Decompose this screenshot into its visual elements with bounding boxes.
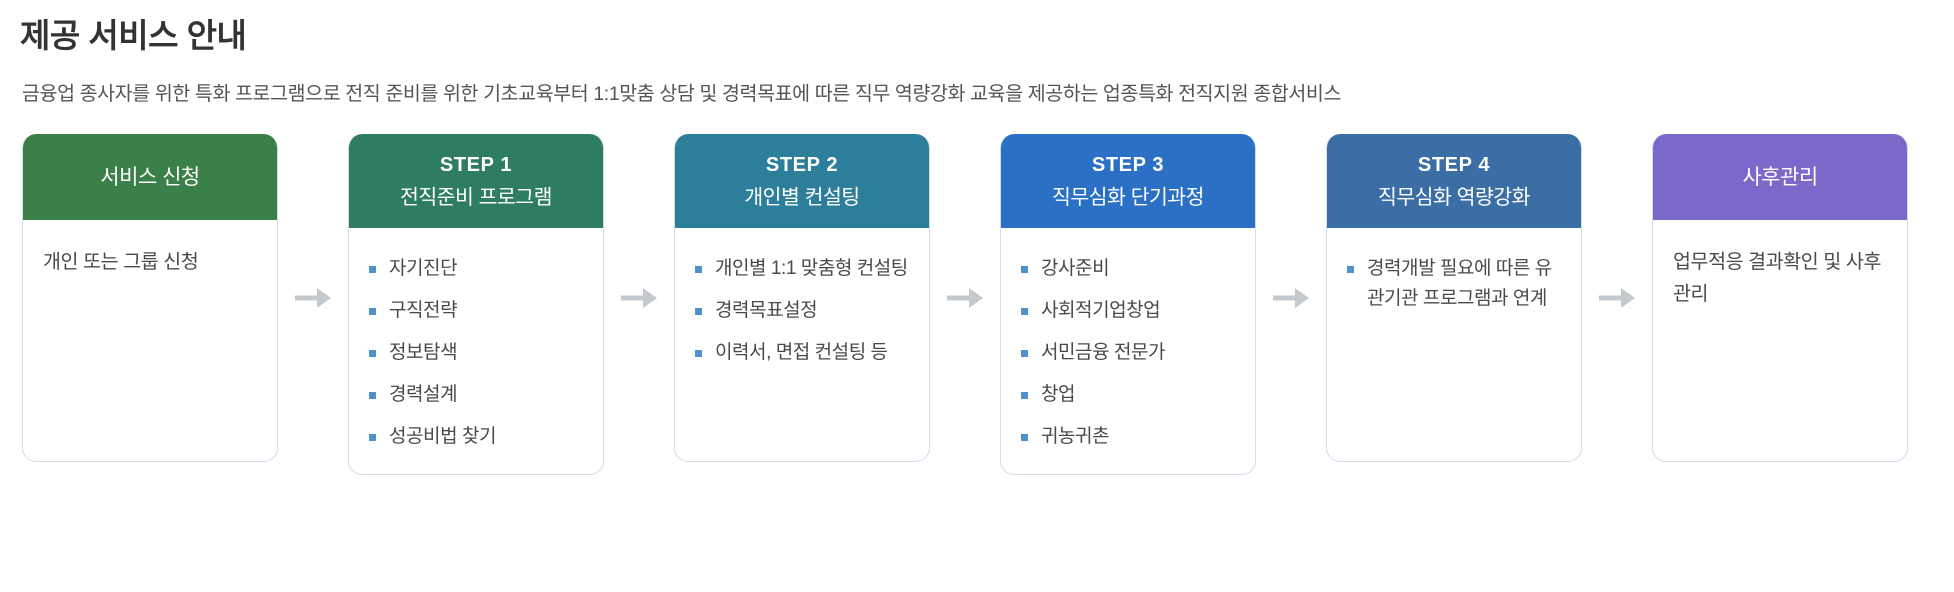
list-item: 사회적기업창업 <box>1021 296 1235 326</box>
list-item: 자기진단 <box>369 254 583 284</box>
list-item: 서민금융 전문가 <box>1021 338 1235 368</box>
flow-card-step-3[interactable]: STEP 3 직무심화 단기과정 강사준비 사회적기업창업 서민금융 전문가 창… <box>1000 134 1256 475</box>
list-item: 강사준비 <box>1021 254 1235 284</box>
flow-card-title: 전직준비 프로그램 <box>399 186 553 209</box>
list-item: 귀농귀촌 <box>1021 422 1235 452</box>
flow-card-step-label: STEP 2 <box>765 154 839 176</box>
flow-card-body: 경력개발 필요에 따른 유관기관 프로그램과 연계 <box>1327 228 1581 461</box>
flow-card-body: 강사준비 사회적기업창업 서민금융 전문가 창업 귀농귀촌 <box>1001 228 1255 474</box>
list-item: 구직전략 <box>369 296 583 326</box>
flow-card-step-2[interactable]: STEP 2 개인별 컨설팅 개인별 1:1 맞춤형 컨설팅 경력목표설정 이력… <box>674 134 930 462</box>
flow-card-header: 사후관리 <box>1653 134 1907 220</box>
flow-card-title: 서비스 신청 <box>100 166 200 189</box>
flow-card-header: STEP 3 직무심화 단기과정 <box>1001 134 1255 228</box>
flow-card-step-4[interactable]: STEP 4 직무심화 역량강화 경력개발 필요에 따른 유관기관 프로그램과 … <box>1326 134 1582 462</box>
list-item: 창업 <box>1021 380 1235 410</box>
service-flow-diagram: 서비스 신청 개인 또는 그룹 신청 STEP 1 전직준비 프로그램 자기진단… <box>20 134 1934 475</box>
flow-card-follow-up[interactable]: 사후관리 업무적응 결과확인 및 사후관리 <box>1652 134 1908 462</box>
list-item: 경력목표설정 <box>695 296 909 326</box>
flow-card-header: STEP 2 개인별 컨설팅 <box>675 134 929 228</box>
arrow-right-icon <box>1582 134 1652 462</box>
flow-card-step-label: STEP 3 <box>1091 154 1165 176</box>
flow-card-body: 개인별 1:1 맞춤형 컨설팅 경력목표설정 이력서, 면접 컨설팅 등 <box>675 228 929 461</box>
arrow-right-icon <box>278 134 348 462</box>
flow-card-service-application[interactable]: 서비스 신청 개인 또는 그룹 신청 <box>22 134 278 462</box>
list-item: 정보탐색 <box>369 338 583 368</box>
flow-card-body: 개인 또는 그룹 신청 <box>23 220 277 461</box>
flow-card-title: 사후관리 <box>1742 166 1818 189</box>
flow-card-header: STEP 4 직무심화 역량강화 <box>1327 134 1581 228</box>
flow-card-body: 자기진단 구직전략 정보탐색 경력설계 성공비법 찾기 <box>349 228 603 474</box>
flow-card-title: 직무심화 단기과정 <box>1051 186 1205 209</box>
flow-card-body: 업무적응 결과확인 및 사후관리 <box>1653 220 1907 461</box>
flow-card-header: STEP 1 전직준비 프로그램 <box>349 134 603 228</box>
list-item: 성공비법 찾기 <box>369 422 583 452</box>
flow-card-header: 서비스 신청 <box>23 134 277 220</box>
flow-card-step-1[interactable]: STEP 1 전직준비 프로그램 자기진단 구직전략 정보탐색 경력설계 성공비… <box>348 134 604 475</box>
page-title: 제공 서비스 안내 <box>20 17 247 54</box>
arrow-right-icon <box>1256 134 1326 462</box>
flow-card-bullet-list: 강사준비 사회적기업창업 서민금융 전문가 창업 귀농귀촌 <box>1021 254 1235 452</box>
list-item: 이력서, 면접 컨설팅 등 <box>695 338 909 368</box>
arrow-right-icon <box>604 134 674 462</box>
flow-card-bullet-list: 자기진단 구직전략 정보탐색 경력설계 성공비법 찾기 <box>369 254 583 452</box>
flow-card-bullet-list: 경력개발 필요에 따른 유관기관 프로그램과 연계 <box>1347 254 1561 314</box>
list-item: 경력설계 <box>369 380 583 410</box>
flow-card-title: 직무심화 역량강화 <box>1377 186 1531 209</box>
list-item: 경력개발 필요에 따른 유관기관 프로그램과 연계 <box>1347 254 1561 314</box>
flow-card-text: 업무적응 결과확인 및 사후관리 <box>1673 251 1881 305</box>
flow-card-text: 개인 또는 그룹 신청 <box>43 251 199 273</box>
list-item: 개인별 1:1 맞춤형 컨설팅 <box>695 254 909 284</box>
arrow-right-icon <box>930 134 1000 462</box>
flow-card-title: 개인별 컨설팅 <box>744 186 860 209</box>
flow-card-step-label: STEP 4 <box>1417 154 1491 176</box>
flow-card-bullet-list: 개인별 1:1 맞춤형 컨설팅 경력목표설정 이력서, 면접 컨설팅 등 <box>695 254 909 368</box>
flow-card-step-label: STEP 1 <box>439 154 513 176</box>
page-subtitle: 금융업 종사자를 위한 특화 프로그램으로 전직 준비를 위한 기초교육부터 1… <box>22 83 1341 105</box>
